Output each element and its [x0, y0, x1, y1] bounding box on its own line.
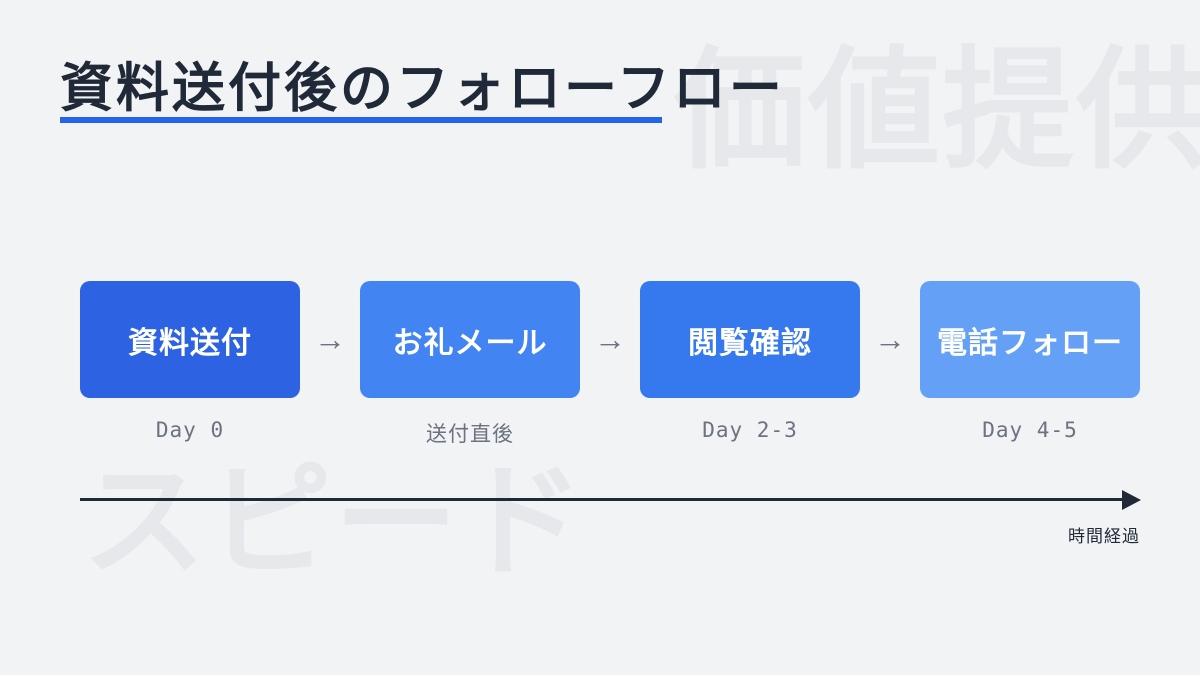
timeline-axis: [80, 498, 1124, 501]
flow-arrow-icon: →: [594, 321, 626, 357]
flow-arrow-icon: →: [874, 321, 906, 357]
watermark-speed-text: スピード: [82, 453, 587, 591]
flow-step-label: お礼メール: [392, 326, 548, 360]
step-timing-label: Day 2-3: [702, 418, 798, 442]
step-timing-label: Day 4-5: [982, 418, 1078, 442]
flow-step-label: 電話フォロー: [937, 326, 1123, 360]
page-title: 資料送付後のフォローフロー: [60, 59, 785, 118]
timeline-arrowhead-icon: [1122, 490, 1141, 510]
step-timing-label: 送付直後: [426, 422, 514, 446]
flow-step-label: 資料送付: [128, 326, 252, 360]
step-timing-label: Day 0: [155, 418, 225, 442]
flow-arrow-icon: →: [314, 321, 346, 357]
flow-step-box-phone-follow: 電話フォロー: [920, 281, 1140, 398]
title-underline: [60, 117, 662, 123]
flow-step-box-view-check: 閲覧確認: [640, 281, 860, 398]
flow-step-label: 閲覧確認: [688, 326, 812, 360]
flow-step-box-document-send: 資料送付: [80, 281, 300, 398]
timeline-label: 時間経過: [1068, 527, 1140, 546]
flow-step-box-thanks-mail: お礼メール: [360, 281, 580, 398]
watermark-value-text: 価値提供: [674, 37, 1200, 184]
